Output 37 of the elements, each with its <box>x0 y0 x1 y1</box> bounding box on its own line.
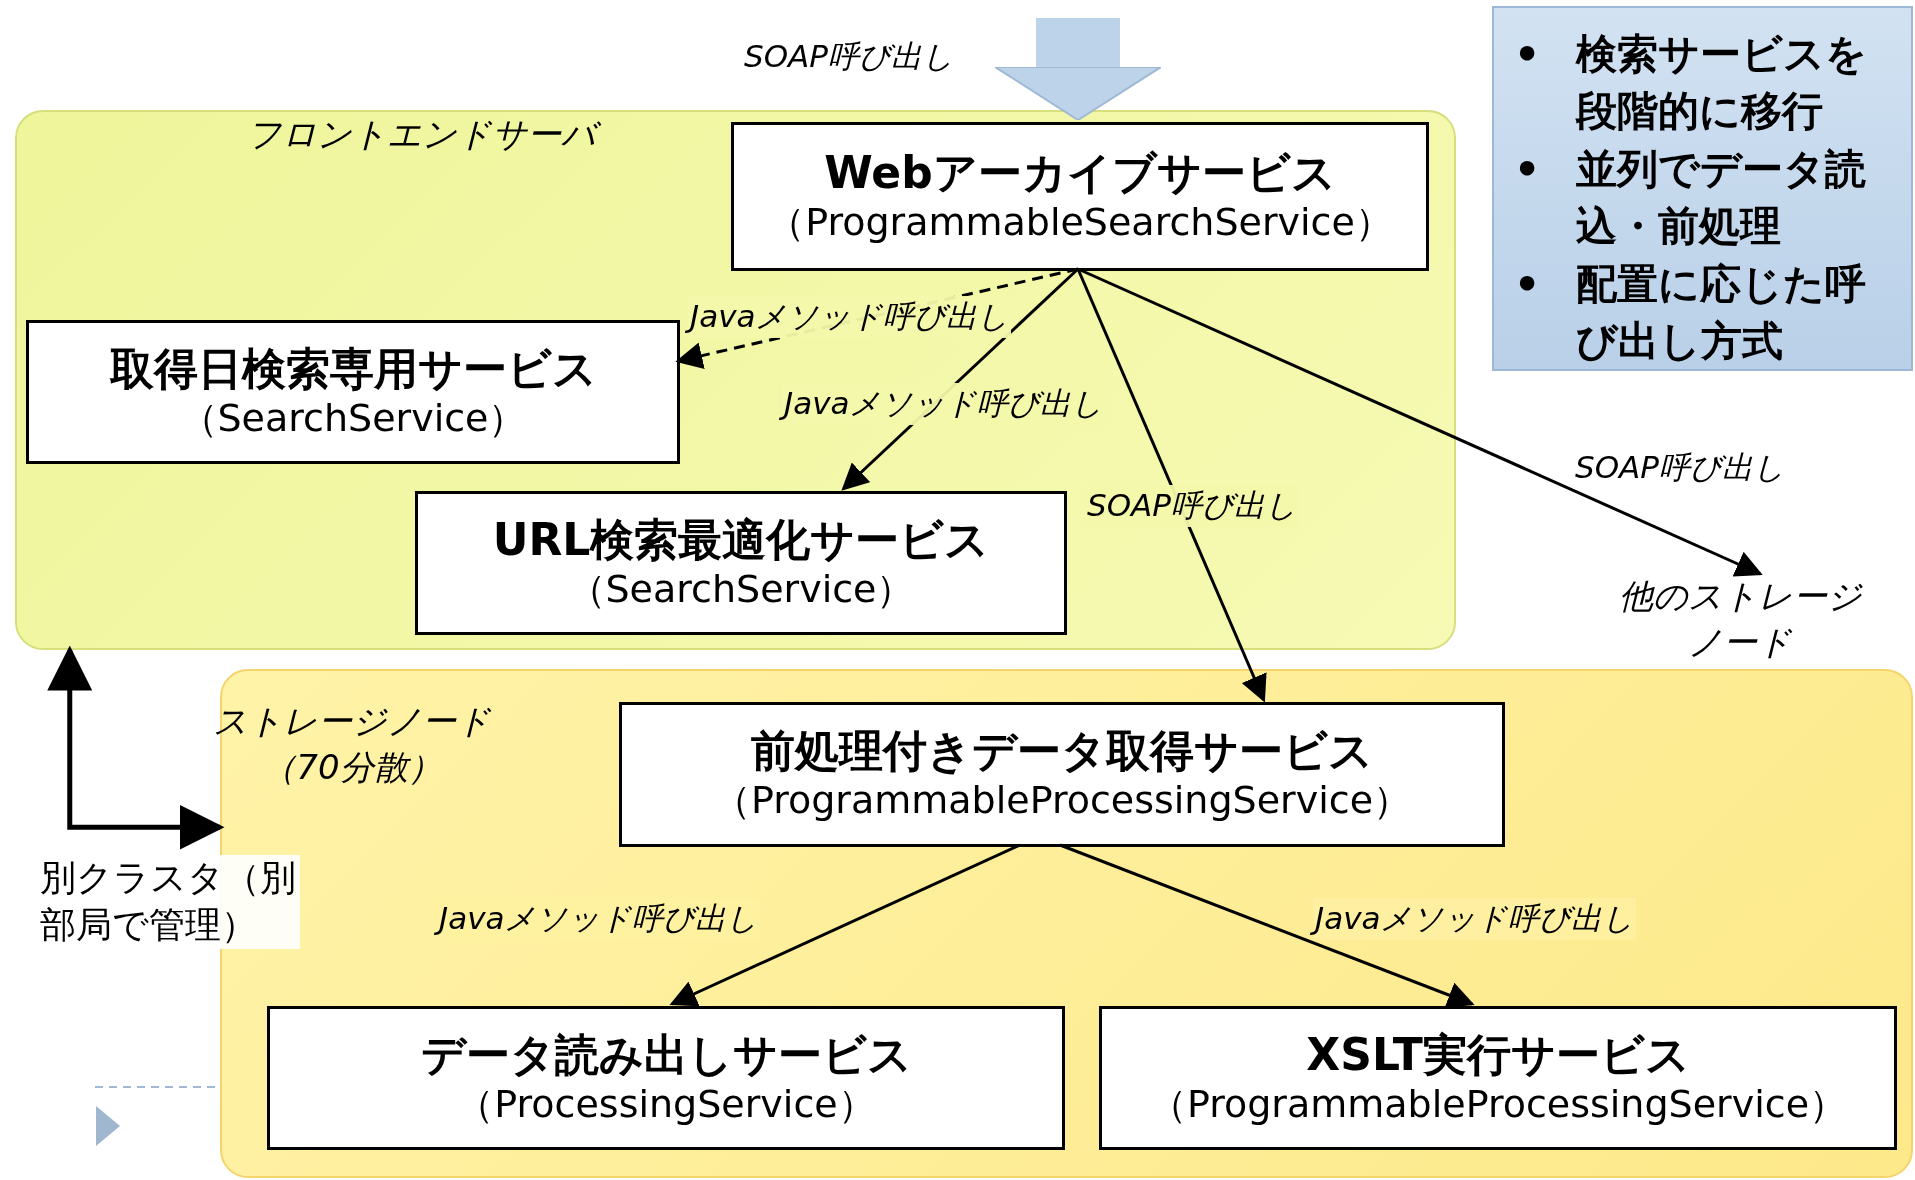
service-name: URL検索最適化サービス <box>492 513 990 567</box>
class-name: （ProgrammableProcessingService） <box>712 778 1411 824</box>
service-box <box>731 122 1429 271</box>
class-name: （ProcessingService） <box>456 1081 876 1128</box>
service-name: Webアーカイブサービス <box>824 147 1336 201</box>
service-box <box>267 1006 1065 1150</box>
arrow <box>1076 268 1267 703</box>
service-box <box>415 491 1067 635</box>
bullet-marker: • <box>1514 258 1542 310</box>
edge-label: SOAP呼び出し <box>1085 485 1299 527</box>
class-name: （SearchService） <box>567 566 915 613</box>
arrow <box>47 645 225 850</box>
bullet-item: 並列でデータ読込・前処理 <box>1576 143 1867 253</box>
block-arrow <box>994 18 1162 121</box>
service-name: 前処理付きデータ取得サービス <box>751 725 1373 779</box>
class-name: （ProgrammableProcessingService） <box>1148 1081 1847 1128</box>
service-name: データ読み出しサービス <box>420 1028 912 1082</box>
bullet-item: 検索サービスを段階的に移行 <box>1576 29 1868 138</box>
region-heading: フロントエンドサーバ <box>247 112 607 158</box>
service-name: XSLT実行サービス <box>1306 1028 1690 1082</box>
arrow <box>1059 843 1475 1008</box>
class-name: （ProgrammableSearchService） <box>767 200 1393 246</box>
service-box <box>1099 1006 1897 1150</box>
class-name: （SearchService） <box>179 395 527 442</box>
region-heading: ストレージノード（70分散） <box>212 700 492 789</box>
server-region <box>15 110 1456 650</box>
bullet-item: 配置に応じた呼び出し方式 <box>1576 258 1867 367</box>
node-text: 別クラスタ（別部局で管理） <box>40 855 300 949</box>
bullet-marker: • <box>1514 143 1542 195</box>
bullet-marker: • <box>1514 29 1542 80</box>
service-box <box>619 702 1505 847</box>
arrow <box>1077 267 1763 577</box>
service-name: 取得日検索専用サービス <box>109 342 597 396</box>
node-text: 他のストレージノード <box>1617 575 1864 664</box>
note-panel <box>1492 6 1913 371</box>
service-box <box>26 320 680 464</box>
arrow <box>669 843 1021 1007</box>
